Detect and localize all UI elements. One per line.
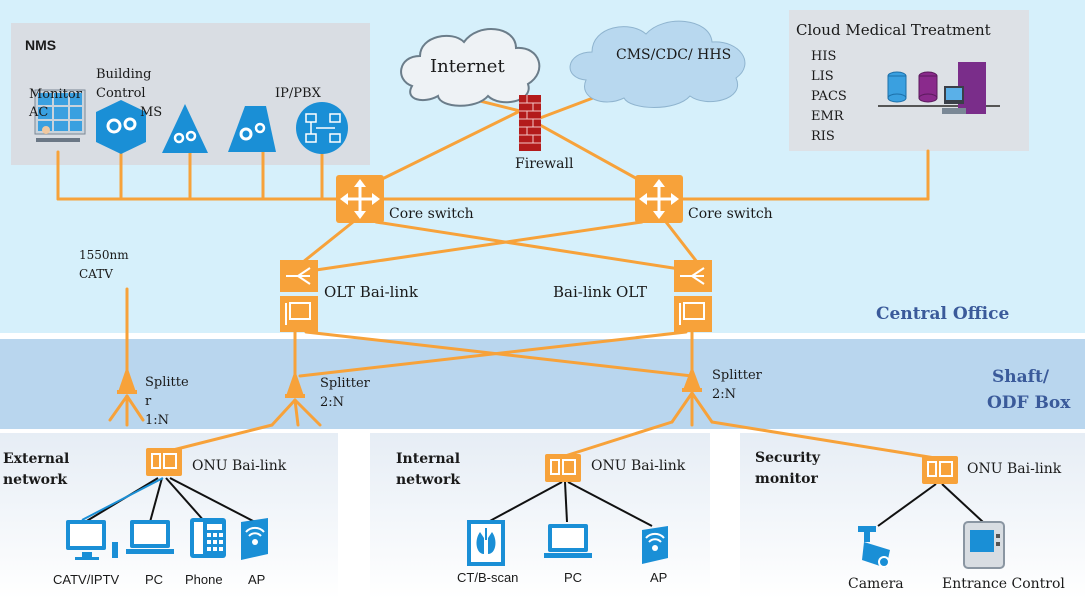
building-control-line3: MS (140, 105, 163, 120)
external-title-line1: External (3, 451, 70, 467)
firewall-icon (519, 95, 541, 151)
splitter-1-line1: Splitte (145, 375, 189, 390)
catv-iptv-icon (66, 520, 118, 560)
shaft-label-line2: ODF Box (987, 393, 1071, 413)
device-catv-iptv-label: CATV/IPTV (53, 572, 120, 587)
catv-label-line2: CATV (79, 267, 113, 281)
splitter-2-icon (285, 370, 305, 398)
ct-b-scan-icon (467, 520, 505, 566)
olt-right-icon (674, 260, 712, 332)
onu-internal-label: ONU Bai-link (591, 458, 686, 474)
ip-pbx-icon (296, 102, 348, 154)
pc-external-icon (126, 520, 174, 554)
splitter-1-icon (117, 366, 137, 394)
medical-item-pacs: PACS (811, 89, 847, 104)
shaft-zone (0, 339, 1085, 429)
external-title-line2: network (3, 472, 68, 488)
medical-item-lis: LIS (811, 69, 834, 84)
core-switch-left-icon (336, 175, 384, 223)
cloud-medical-panel (789, 10, 1029, 151)
pc-internal-icon (544, 524, 592, 558)
splitter-1-line2: r (145, 394, 152, 409)
monitor-ac-icon (34, 89, 86, 142)
nms-trapezoid-icon (228, 106, 276, 152)
security-monitor-zone (740, 433, 1085, 599)
building-control-line2: Control (96, 86, 146, 101)
core-switch-left-label: Core switch (389, 206, 474, 222)
camera-icon (858, 526, 890, 568)
internet-cloud (400, 28, 541, 107)
nms-title: NMS (25, 37, 57, 53)
onu-security-icon (922, 456, 958, 484)
internet-label: Internet (430, 56, 505, 77)
splitter-2-line2: 2:N (320, 395, 345, 410)
security-title-line1: Security (755, 450, 821, 466)
device-pc-internal-label: PC (564, 570, 583, 585)
ip-pbx-label: IP/PBX (275, 86, 321, 101)
central-office-label: Central Office (876, 304, 1010, 324)
monitor-label-line1: Monitor (29, 87, 82, 102)
medical-item-his: HIS (811, 49, 837, 64)
splitter-3-line2: 2:N (712, 387, 737, 402)
onu-external-label: ONU Bai-link (192, 458, 287, 474)
olt-left-icon (280, 260, 318, 332)
device-ap-internal-label: AP (650, 570, 668, 585)
building-control-line1: Building (96, 67, 152, 82)
splitter-3-icon (682, 366, 702, 392)
building-control-icon (96, 100, 146, 154)
splitter-3-line1: Splitter (712, 368, 762, 383)
entrance-control-icon (963, 521, 1005, 569)
olt-left-label: OLT Bai-link (324, 283, 418, 301)
cms-cdc-hhs-label: CMS/CDC/ HHS (616, 47, 732, 63)
splitter-1-line3: 1:N (145, 413, 170, 428)
device-pc-external-label: PC (145, 572, 164, 587)
onu-security-label: ONU Bai-link (967, 461, 1062, 477)
splitter-2-line1: Splitter (320, 376, 370, 391)
catv-label-line1: 1550nm (79, 248, 129, 262)
device-ct-b-scan-label: CT/B-scan (457, 570, 519, 585)
nms-triangle-icon (162, 104, 208, 153)
cms-cloud (569, 20, 746, 108)
firewall-label: Firewall (515, 156, 574, 172)
device-entrance-control-label: Entrance Control (942, 576, 1065, 592)
medical-item-ris: RIS (811, 129, 835, 144)
core-switch-right-icon (635, 175, 683, 223)
cloud-medical-list: HIS LIS PACS EMR RIS (811, 47, 847, 147)
olt-right-label: Bai-link OLT (553, 283, 647, 301)
onu-internal-icon (545, 454, 581, 482)
device-phone-label: Phone (185, 572, 223, 587)
cloud-medical-title: Cloud Medical Treatment (796, 21, 991, 39)
internal-title-line2: network (396, 472, 461, 488)
device-camera-label: Camera (848, 576, 904, 592)
core-switch-right-label: Core switch (688, 206, 773, 222)
medical-servers-icon (878, 62, 1000, 114)
monitor-label-line2: AC (29, 105, 49, 120)
security-title-line2: monitor (755, 471, 818, 487)
ap-external-icon (241, 518, 268, 560)
shaft-label-line1: Shaft/ (992, 367, 1050, 387)
onu-external-icon (146, 448, 182, 476)
phone-icon (190, 518, 226, 558)
internal-title-line1: Internal (396, 451, 461, 467)
medical-item-emr: EMR (811, 109, 844, 124)
ap-internal-icon (642, 526, 668, 564)
device-ap-external-label: AP (248, 572, 266, 587)
internal-network-zone (370, 433, 710, 599)
